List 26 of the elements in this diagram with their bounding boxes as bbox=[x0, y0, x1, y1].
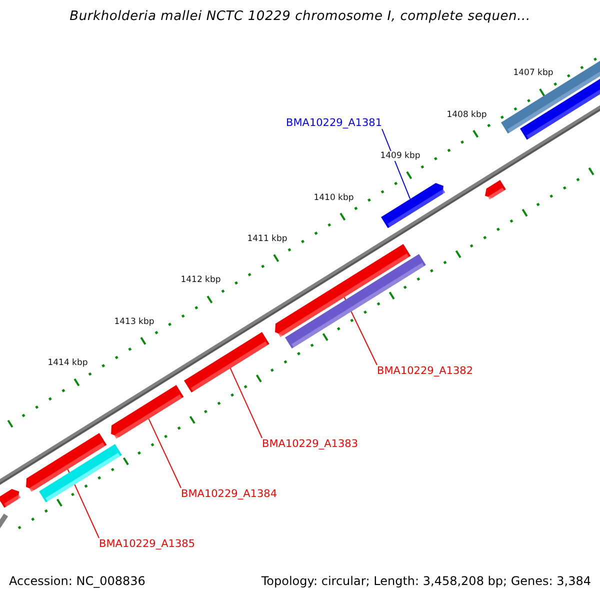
scale-label: 1413 kbp bbox=[113, 316, 156, 327]
gene-feature bbox=[285, 254, 426, 349]
scale-label: 1407 kbp bbox=[512, 68, 554, 78]
gene-feature bbox=[39, 444, 122, 502]
gene-feature bbox=[110, 385, 184, 438]
scale-label: 1414 kbp bbox=[46, 358, 89, 368]
leader-line bbox=[148, 418, 182, 488]
map-title: Burkholderia mallei NCTC 10229 chromosome I, complete sequen... bbox=[68, 9, 532, 24]
gene-label: BMA10229_A1385 bbox=[99, 538, 196, 550]
gene-label: BMA10229_A1383 bbox=[262, 438, 358, 450]
accession-text: Accession: NC_008836 bbox=[9, 574, 146, 588]
sequence-info-text: Topology: circular; Length: 3,458,208 bp; Genes: 3,384 bbox=[261, 574, 591, 588]
gene-feature bbox=[184, 332, 270, 392]
gene-feature bbox=[380, 183, 443, 228]
gene-feature bbox=[0, 488, 20, 508]
scale-label: 1411 kbp bbox=[246, 234, 288, 244]
scale-label: 1412 kbp bbox=[180, 275, 222, 286]
leader-line bbox=[382, 128, 411, 200]
gene-label: BMA10229_A1384 bbox=[181, 488, 278, 500]
leader-line bbox=[230, 368, 262, 438]
gene-label: BMA10229_A1382 bbox=[377, 365, 474, 377]
scale-label: 1410 kbp bbox=[312, 192, 355, 203]
scale-label: 1408 kbp bbox=[446, 110, 488, 120]
gene-feature bbox=[485, 180, 506, 198]
gene-label: BMA10229_A1381 bbox=[286, 117, 382, 129]
scale-label: 1409 kbp bbox=[379, 151, 422, 162]
